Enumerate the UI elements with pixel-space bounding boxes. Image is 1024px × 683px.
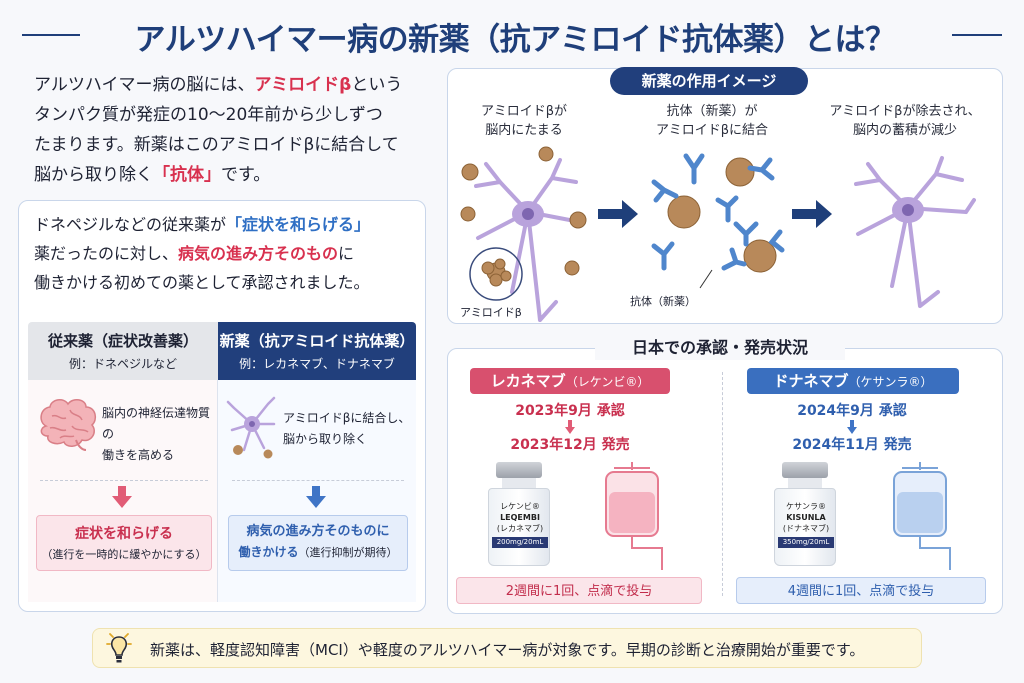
vial-body: レケンビ® LEQEMBI (レカネマブ) 200mg/20mL bbox=[488, 488, 550, 566]
vial-cap bbox=[782, 462, 828, 478]
neuron-amyloid-accumulated-illustration bbox=[460, 146, 587, 322]
title-rule-left bbox=[22, 34, 80, 36]
pink-iv-bag-icon bbox=[605, 462, 663, 570]
compare-text: 薬だったのに対し、 bbox=[34, 244, 179, 263]
compare-highlight-progress: 病気の進み方そのもの bbox=[178, 244, 339, 263]
vial-body: ケサンラ® KISUNLA (ドナネマブ) 350mg/20mL bbox=[774, 488, 836, 566]
new-drug-example: 例：レカネマブ、ドナネマブ bbox=[239, 357, 395, 371]
vial-dose: 350mg/20mL bbox=[778, 537, 834, 548]
donanemab-launch-date: 2024年11月 発売 bbox=[792, 437, 912, 453]
footer-text: 新薬は、軽度認知障害（MCI）や軽度のアルツハイマー病が対象です。早期の診断と治… bbox=[150, 641, 865, 659]
arrow-down-icon bbox=[847, 420, 857, 434]
compare-text: 働きかける初めての薬として承認されました。 bbox=[34, 273, 370, 292]
donanemab-approval-date: 2024年9月 承認 bbox=[797, 403, 907, 419]
approval-title: 日本での承認・発売状況 bbox=[595, 336, 845, 360]
amyloid-callout-label: アミロイドβ bbox=[460, 306, 522, 319]
arrow-right-icon bbox=[792, 200, 832, 228]
effect-line: 脳内の神経伝達物質の bbox=[102, 406, 211, 441]
new-drug-result: 病気の進み方そのものに 働きかける（進行抑制が期待） bbox=[228, 515, 408, 571]
conventional-drug-effect: 脳内の神経伝達物質の 働きを高める bbox=[102, 403, 217, 466]
donanemab-vial: ケサンラ® KISUNLA (ドナネマブ) 350mg/20mL bbox=[774, 462, 836, 566]
donanemab-badge: ドナネマブ（ケサンラ®） bbox=[747, 368, 959, 394]
arrow-down-icon bbox=[306, 486, 326, 508]
effect-line: 脳から取り除く bbox=[283, 432, 368, 446]
vial-name: LEQEMBI bbox=[500, 513, 540, 522]
drug-name: ドナネマブ bbox=[773, 372, 849, 390]
divider bbox=[40, 480, 208, 481]
vial-brand: ケサンラ® bbox=[786, 502, 826, 511]
blue-iv-bag-icon bbox=[893, 462, 951, 570]
step-text: 脳内の蓄積が減少 bbox=[852, 123, 957, 138]
donanemab-dosing: 4週間に1回、点滴で投与 bbox=[736, 577, 986, 604]
result-note: （進行を一時的に緩やかにする） bbox=[41, 548, 207, 561]
step-text: アミロイドβが bbox=[480, 104, 568, 119]
vial-name: KISUNLA bbox=[786, 513, 826, 522]
effect-line: 働きを高める bbox=[102, 448, 175, 462]
intro-text: アルツハイマー病の脳には、 bbox=[34, 75, 255, 95]
intro-text: という bbox=[351, 75, 403, 95]
new-drug-effect: アミロイドβに結合し、 脳から取り除く bbox=[283, 408, 413, 450]
step-text: 脳内にたまる bbox=[485, 123, 563, 138]
vial-cap bbox=[496, 462, 542, 478]
mechanism-badge: 新薬の作用イメージ bbox=[610, 67, 808, 95]
drug-name: レカネマブ bbox=[490, 372, 566, 390]
lecanemab-dosing: 2週間に1回、点滴で投与 bbox=[456, 577, 702, 604]
step-1-label: アミロイドβが脳内にたまる bbox=[458, 102, 590, 140]
conventional-drug-header: 従来薬（症状改善薬） 例：ドネペジルなど bbox=[28, 322, 218, 380]
neuron-cleared-illustration bbox=[854, 156, 976, 308]
page-title: アルツハイマー病の新薬（抗アミロイド抗体薬）とは？ bbox=[134, 22, 896, 58]
antibody-callout-label: 抗体（新薬） bbox=[630, 295, 696, 308]
arrow-right-icon bbox=[598, 200, 638, 228]
conventional-drug-example: 例：ドネペジルなど bbox=[68, 357, 177, 371]
intro-highlight-antibody: 「抗体」 bbox=[153, 165, 221, 185]
neuron-with-amyloid-icon bbox=[226, 396, 276, 459]
conventional-drug-result: 症状を和らげる （進行を一時的に緩やかにする） bbox=[36, 515, 212, 571]
intro-text: です。 bbox=[221, 165, 271, 185]
effect-line: アミロイドβに結合し、 bbox=[283, 411, 411, 425]
conventional-drug-title: 従来薬（症状改善薬） bbox=[47, 332, 198, 350]
lecanemab-launch-date: 2023年12月 発売 bbox=[510, 437, 630, 453]
brain-icon bbox=[40, 399, 97, 451]
vial-neck bbox=[788, 478, 822, 488]
new-drug-header: 新薬（抗アミロイド抗体薬） 例：レカネマブ、ドナネマブ bbox=[218, 322, 416, 380]
step-2-label: 抗体（新薬）がアミロイドβに結合 bbox=[622, 102, 802, 140]
lecanemab-approval-date: 2023年9月 承認 bbox=[515, 403, 625, 419]
arrow-down-icon bbox=[112, 486, 132, 508]
title-rule-right bbox=[952, 34, 1002, 36]
step-text: アミロイドβが除去され、 bbox=[829, 104, 981, 119]
vial-generic: (ドナネマブ) bbox=[782, 524, 830, 533]
result-main: 働きかける bbox=[238, 545, 299, 559]
footer-note-box bbox=[92, 628, 922, 668]
vial-dose: 200mg/20mL bbox=[492, 537, 548, 548]
drug-brand: （ケサンラ®） bbox=[848, 375, 933, 389]
drug-brand: （レケンビ®） bbox=[565, 375, 650, 389]
arrow-down-icon bbox=[565, 420, 575, 434]
result-note: （進行抑制が期待） bbox=[298, 546, 398, 559]
antibody-binding-illustration bbox=[651, 153, 785, 289]
lightbulb-icon bbox=[106, 633, 132, 663]
result-main: 症状を和らげる bbox=[75, 526, 173, 542]
divider bbox=[722, 372, 723, 596]
intro-text: タンパク質が発症の10〜20年前から少しずつ bbox=[34, 105, 383, 125]
intro-text: 脳から取り除く bbox=[34, 165, 153, 185]
result-main: 病気の進み方そのものに bbox=[246, 524, 390, 539]
lecanemab-vial: レケンビ® LEQEMBI (レカネマブ) 200mg/20mL bbox=[488, 462, 550, 566]
compare-highlight-symptom: 「症状を和らげる」 bbox=[226, 215, 371, 234]
intro-paragraph: アルツハイマー病の脳には、アミロイドβという タンパク質が発症の10〜20年前か… bbox=[34, 70, 434, 190]
compare-text: に bbox=[338, 244, 355, 263]
intro-text: たまります。新薬はこのアミロイドβに結合して bbox=[34, 135, 399, 155]
vial-brand: レケンビ® bbox=[500, 502, 540, 511]
lecanemab-badge: レカネマブ（レケンビ®） bbox=[470, 368, 670, 394]
step-3-label: アミロイドβが除去され、脳内の蓄積が減少 bbox=[815, 102, 995, 140]
step-text: アミロイドβに結合 bbox=[655, 123, 769, 138]
new-drug-title: 新薬（抗アミロイド抗体薬） bbox=[219, 332, 415, 350]
vial-generic: (レカネマブ) bbox=[496, 524, 544, 533]
step-text: 抗体（新薬）が bbox=[666, 104, 758, 119]
comparison-description: ドネペジルなどの従来薬が「症状を和らげる」 薬だったのに対し、病気の進み方そのも… bbox=[34, 210, 424, 297]
compare-text: ドネペジルなどの従来薬が bbox=[34, 215, 227, 234]
divider bbox=[232, 480, 404, 481]
vial-neck bbox=[502, 478, 536, 488]
intro-highlight-amyloid: アミロイドβ bbox=[254, 75, 352, 95]
